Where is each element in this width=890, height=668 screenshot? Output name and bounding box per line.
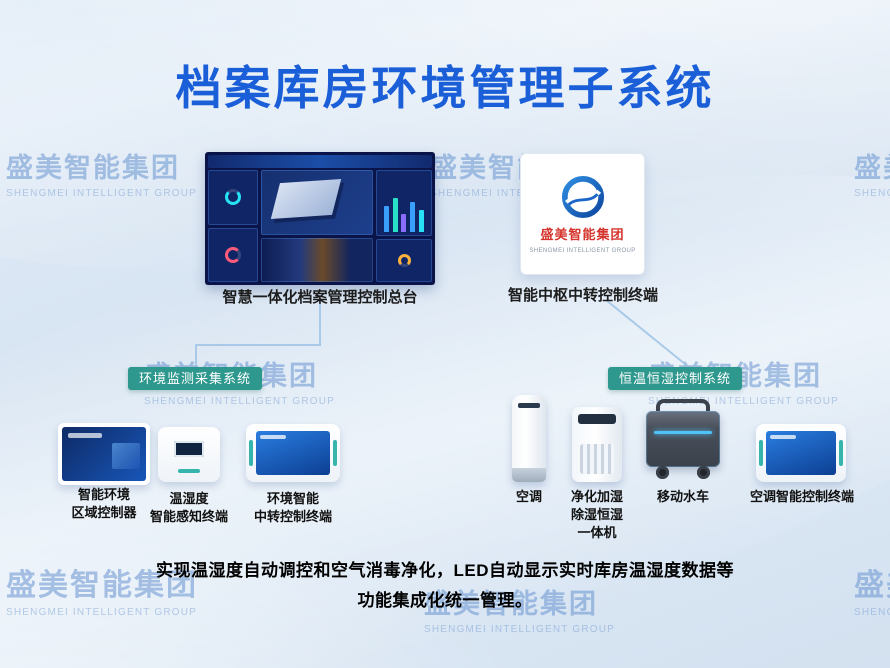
console-dashboard-image <box>205 152 435 285</box>
device-label: 空调 <box>515 489 542 504</box>
device-env-transit-terminal <box>246 424 340 482</box>
console-body <box>208 170 432 282</box>
device-accent <box>759 440 763 466</box>
device-screen <box>256 431 330 475</box>
device-area-controller <box>58 423 150 485</box>
console-right-panels <box>376 170 432 282</box>
device-label: 环境智能 中转控制终端 <box>253 491 332 525</box>
watermark: 盛美智能集团 SHENGMEI INTELLIGENT GROUP <box>854 153 890 199</box>
branch-pill-monitoring: 环境监测采集系统 <box>128 367 263 390</box>
gauge-icon <box>225 246 241 263</box>
hub-terminal-box: 盛美智能集团 SHENGMEI INTELLIGENT GROUP <box>520 153 645 275</box>
hub-label: 智能中枢中转控制终端 <box>507 287 658 304</box>
device-screen <box>62 427 146 481</box>
device-label: 移动水车 <box>656 489 709 504</box>
device-screen <box>766 431 836 475</box>
company-logo-icon <box>561 175 604 218</box>
console-center-panels <box>261 170 373 282</box>
console-3d-room <box>261 170 373 235</box>
console-header-bar <box>208 155 432 168</box>
gauge-icon <box>397 253 411 267</box>
gauge-icon <box>225 189 241 206</box>
device-ac-control-terminal <box>756 424 846 482</box>
console-gauge-panel <box>376 238 432 282</box>
footer-line-2: 功能集成化统一管理。 <box>357 590 533 610</box>
logo-text-cn: 盛美智能集团 <box>540 226 625 242</box>
console-label: 智慧一体化档案管理控制总台 <box>222 289 418 306</box>
device-label: 净化加湿 除湿恒湿 一体机 <box>570 489 623 541</box>
cart-handle <box>656 399 710 413</box>
console-photo-strip <box>261 238 373 282</box>
device-accent <box>839 440 843 466</box>
cart-wheel <box>656 466 669 479</box>
device-air-conditioner <box>512 395 546 482</box>
branch-pill-climate: 恒温恒湿控制系统 <box>608 367 743 390</box>
console-gauge-panel <box>208 227 258 282</box>
device-accent <box>333 440 337 466</box>
cart-body <box>646 411 720 467</box>
device-temp-humidity-sensor <box>158 427 220 482</box>
device-label: 智能环境 区域控制器 <box>71 487 137 521</box>
device-label: 空调智能控制终端 <box>749 489 854 504</box>
device-accent <box>249 440 253 466</box>
console-bar-chart <box>376 170 432 236</box>
console-gauge-panel <box>208 170 258 225</box>
footer-line-1: 实现温湿度自动调控和空气消毒净化，LED自动显示实时库房温湿度数据等 <box>156 561 734 580</box>
watermark: 盛美智能集团 SHENGMEI INTELLIGENT GROUP <box>6 153 198 199</box>
device-mobile-water-cart <box>646 399 720 479</box>
device-label: 温湿度 智能感知终端 <box>149 491 228 525</box>
device-purifier-humidifier <box>572 407 622 482</box>
cart-wheel <box>697 466 710 479</box>
footer-description: 实现温湿度自动调控和空气消毒净化，LED自动显示实时库房温湿度数据等 功能集成化… <box>0 556 890 616</box>
logo-text-en: SHENGMEI INTELLIGENT GROUP <box>529 247 636 254</box>
page-title: 档案库房环境管理子系统 <box>175 62 715 114</box>
console-left-panels <box>208 170 258 282</box>
